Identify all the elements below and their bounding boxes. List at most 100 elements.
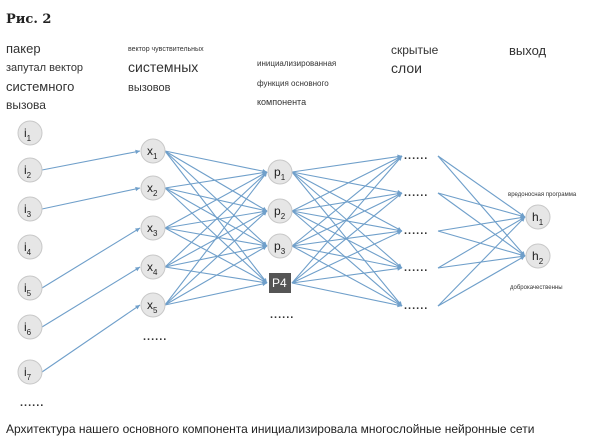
hidden-node-2: ...... [404, 187, 428, 199]
header-output: выход [509, 43, 547, 58]
syscall-node-x4: x4 [140, 254, 166, 280]
edge-input-6-to-x4-arrowhead [135, 267, 140, 272]
input-node-i2-shape [17, 157, 43, 183]
input-node-i3-label: i3 [24, 202, 32, 219]
syscall-node-x3-subscript: 3 [153, 229, 158, 238]
input-node-i7-subscript: 7 [27, 373, 32, 382]
edge-hidden2-to-h1 [437, 192, 526, 218]
input-node-i7-label: i7 [24, 365, 32, 382]
edge-input-7-to-x5 [41, 304, 141, 373]
edge-x5-to-p2-arrowhead [262, 211, 267, 216]
input-node-i5-label: i5 [24, 281, 32, 298]
input-node-i7-shape [17, 359, 43, 385]
input-node-i4-subscript: 4 [27, 248, 32, 257]
output-node-h1-shape [525, 204, 551, 230]
init-node-p1-label: p1 [274, 165, 286, 182]
edge-p4-to-hidden2 [291, 192, 403, 284]
init-node-p2-subscript: 2 [281, 212, 286, 221]
header-init-line1: инициализированная [257, 59, 336, 68]
syscall-node-x4-label: x4 [147, 260, 158, 277]
edge-p4-to-hidden1 [291, 155, 403, 284]
syscall-node-x5: x5 [140, 292, 166, 318]
neural-network-diagram: i1i2i3i4i5i6i7x1x2x3x4x5p1p2p3P4h1h2....… [6, 41, 577, 409]
edge-p4-to-hidden4 [291, 267, 403, 284]
edge-p2-to-hidden3 [291, 210, 403, 232]
edge-p4-to-hidden5-arrowhead [397, 302, 402, 308]
init-node-p3: p3 [267, 233, 293, 259]
nodes-layer: i1i2i3i4i5i6i7x1x2x3x4x5p1p2p3P4h1h2....… [17, 120, 551, 409]
output-label-malware: вредоносная программа [508, 192, 577, 198]
header-init-line2: функция основного [257, 79, 329, 88]
input-node-i1-label: i1 [24, 126, 32, 143]
edge-p1-to-hidden2 [291, 171, 403, 194]
input-node-i1-subscript: 1 [27, 134, 32, 143]
edge-p1-to-hidden1 [291, 155, 403, 173]
edge-p4-to-hidden2-arrowhead [397, 193, 402, 198]
edge-p4-to-hidden3 [291, 230, 403, 284]
edge-input-3-to-x2 [41, 187, 141, 210]
syscall-node-x2-subscript: 2 [153, 189, 158, 198]
edge-x2-to-p4 [164, 187, 268, 284]
header-syscall-line1: вектор чувствительных [128, 46, 204, 53]
header-hidden-line2: слои [391, 60, 422, 76]
input-node-i6-subscript: 6 [27, 328, 32, 337]
init-node-p1-shape [267, 159, 293, 185]
edge-x5-to-p3-arrowhead [262, 246, 267, 251]
init-node-p4-label: P4 [272, 276, 287, 290]
edge-hidden1-to-h2 [437, 155, 526, 257]
init-node-p3-subscript: 3 [281, 247, 286, 256]
syscall-node-x2: x2 [140, 175, 166, 201]
syscall-node-x3: x3 [140, 215, 166, 241]
header-packer-line4: вызова [6, 98, 46, 112]
ellipsis-inputs: ...... [20, 397, 44, 409]
edge-x1-to-p3 [164, 150, 268, 247]
edge-x5-to-p4-arrowhead [262, 281, 267, 287]
input-node-i1-shape [17, 120, 43, 146]
edge-p4-to-hidden4-arrowhead [397, 266, 402, 271]
edge-x4-to-p1 [164, 171, 268, 268]
init-node-p4-shape [269, 273, 291, 293]
edge-hidden1-to-h1 [437, 155, 526, 218]
edges-layer [41, 149, 526, 373]
edge-x5-to-p1 [164, 171, 268, 306]
input-node-i7: i7 [17, 359, 43, 385]
input-node-i6-label: i6 [24, 320, 32, 337]
syscall-node-x5-label: x5 [147, 298, 158, 315]
edge-x3-to-p3 [164, 227, 268, 247]
header-hidden-line1: скрытые [391, 43, 439, 57]
syscall-node-x2-label: x2 [147, 181, 158, 198]
edge-hidden3-to-h2 [437, 230, 526, 257]
edge-hidden5-to-h2 [437, 255, 526, 307]
edge-x5-to-p3 [164, 245, 268, 306]
edge-input-2-to-x1-arrowhead [135, 149, 140, 154]
syscall-node-x1-shape [140, 138, 166, 164]
syscall-node-x2-shape [140, 175, 166, 201]
edge-x5-to-p1-arrowhead [262, 172, 267, 177]
edge-p2-to-hidden2 [291, 192, 403, 212]
edge-x2-to-p3 [164, 187, 268, 247]
edge-p4-to-hidden3-arrowhead [397, 230, 402, 235]
edge-x3-to-p4 [164, 227, 268, 284]
hidden-node-5: ...... [404, 300, 428, 312]
header-packer-line3: системного [6, 79, 74, 94]
edge-x4-to-p3 [164, 245, 268, 268]
edge-input-2-to-x1 [41, 150, 141, 171]
hidden-node-3: ...... [404, 225, 428, 237]
output-node-h1: h1 [525, 204, 551, 230]
input-node-i2: i2 [17, 157, 43, 183]
edge-hidden4-to-h1 [437, 216, 526, 269]
input-node-i2-label: i2 [24, 163, 32, 180]
edge-input-3-to-x2-arrowhead [135, 186, 140, 192]
header-init-line3: компонента [257, 97, 306, 107]
edge-input-7-to-x5-arrowhead [135, 305, 140, 310]
edge-x5-to-p4 [164, 282, 268, 306]
syscall-node-x5-shape [140, 292, 166, 318]
header-syscall-line3: вызовов [128, 82, 171, 94]
syscall-node-x4-subscript: 4 [153, 268, 158, 277]
output-node-h2-shape [525, 243, 551, 269]
edge-hidden5-to-h2-arrowhead [520, 256, 525, 261]
input-node-i2-subscript: 2 [27, 171, 32, 180]
output-node-h2-label: h2 [532, 249, 544, 266]
input-node-i5-subscript: 5 [27, 289, 32, 298]
header-syscall-line2: системных [128, 59, 198, 75]
